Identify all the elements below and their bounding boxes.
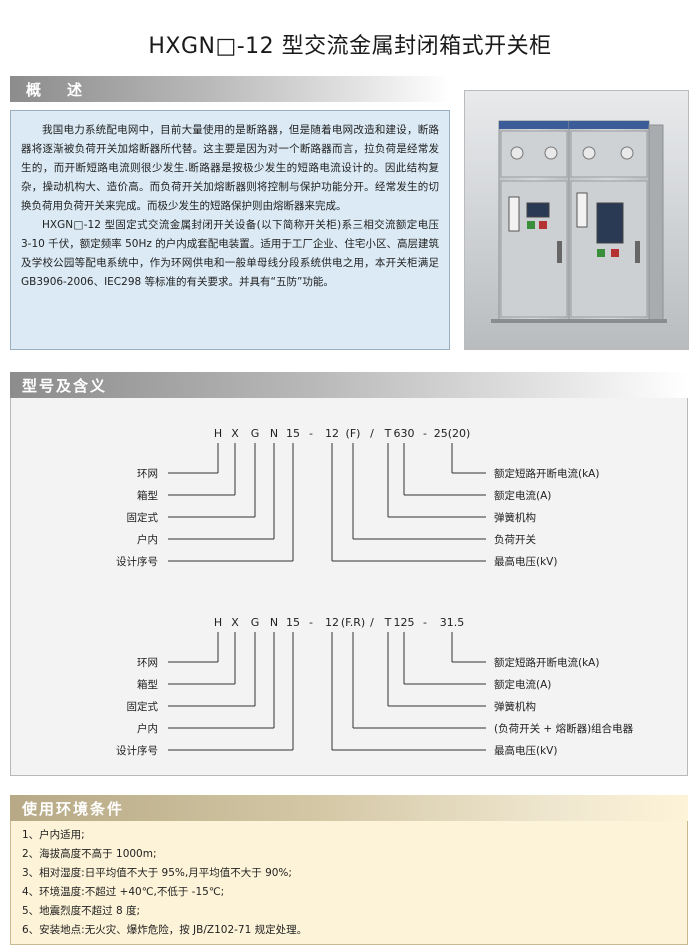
designation-char: / (370, 616, 374, 629)
designation-char: - (423, 616, 427, 629)
environment-header: 使用环境条件 (10, 795, 688, 821)
designation-char: 25(20) (434, 427, 471, 440)
designation-char: H (214, 427, 222, 440)
designation-char: T (384, 427, 392, 440)
designation-char: G (251, 427, 260, 440)
environment-title: 使用环境条件 (22, 800, 125, 818)
model-header: 型号及含义 (10, 372, 688, 398)
designation-char: / (370, 427, 374, 440)
switchgear-photo (464, 90, 689, 350)
designation-right-label: 额定电流(A) (494, 489, 551, 502)
designation-right-label: 弹簧机构 (494, 511, 536, 524)
designation-left-label: 户内 (137, 722, 158, 735)
designation-char: G (251, 616, 260, 629)
overview-panel: 我国电力系统配电网中，目前大量使用的是断路器，但是随着电网改造和建设，断路器将逐… (10, 110, 450, 350)
environment-item: 1、户内适用; (22, 829, 85, 841)
overview-paragraph: HXGN□-12 型固定式交流金属封闭开关设备(以下简称开关柜)系三相交流额定电… (21, 219, 439, 288)
designation-left-label: 设计序号 (116, 555, 158, 568)
designation-left-label: 箱型 (137, 489, 158, 502)
designation-char: (F.R) (341, 616, 365, 629)
environment-item: 2、海拔高度不高于 1000m; (22, 848, 157, 860)
designation-right-label: 负荷开关 (494, 533, 536, 546)
designation-left-label: 环网 (137, 468, 158, 480)
designation-char: T (384, 616, 392, 629)
environment-item: 3、相对湿度:日平均值不大于 95%,月平均值不大于 90%; (22, 867, 292, 879)
designation-char: 15 (286, 616, 300, 629)
model-panel (10, 372, 688, 776)
designation-char: - (423, 427, 427, 440)
designation-char: 31.5 (440, 616, 465, 629)
designation-char: 15 (286, 427, 300, 440)
designation-char: (F) (346, 427, 361, 440)
designation-right-label: 弹簧机构 (494, 700, 536, 713)
designation-char: H (214, 616, 222, 629)
designation-char: N (270, 427, 278, 440)
designation-char: X (231, 427, 239, 440)
designation-char: 125 (394, 616, 415, 629)
page-title: HXGN□-12 型交流金属封闭箱式开关柜 (148, 34, 552, 59)
designation-char: N (270, 616, 278, 629)
designation-right-label: 额定短路开断电流(kA) (494, 656, 599, 669)
designation-left-label: 固定式 (127, 511, 159, 524)
model-title: 型号及含义 (22, 377, 108, 395)
designation-left-label: 固定式 (127, 700, 159, 713)
designation-right-label: 最高电压(kV) (494, 555, 557, 568)
environment-item: 5、地震烈度不超过 8 度; (22, 905, 141, 917)
designation-char: - (309, 616, 313, 629)
overview-header: 概述 (10, 76, 450, 102)
designation-char: - (309, 427, 313, 440)
environment-item: 4、环境温度:不超过 +40℃,不低于 -15℃; (22, 886, 225, 898)
designation-char: 630 (394, 427, 415, 440)
environment-item: 6、安装地点:无火灾、爆炸危险，按 JB/Z102-71 规定处理。 (22, 924, 308, 936)
designation-left-label: 户内 (137, 533, 158, 546)
designation-left-label: 设计序号 (116, 744, 158, 757)
designation-right-label: 额定电流(A) (494, 678, 551, 691)
designation-right-label: 额定短路开断电流(kA) (494, 467, 599, 480)
designation-left-label: 环网 (137, 657, 158, 669)
cabinet-right (568, 120, 650, 322)
overview-title: 概述 (26, 81, 109, 99)
designation-right-label: (负荷开关 + 熔断器)组合电器 (494, 722, 634, 735)
designation-left-label: 箱型 (137, 678, 158, 691)
designation-char: 12 (325, 616, 339, 629)
designation-right-label: 最高电压(kV) (494, 744, 557, 757)
overview-paragraph: 我国电力系统配电网中，目前大量使用的是断路器，但是随着电网改造和建设，断路器将逐… (21, 124, 439, 212)
designation-char: X (231, 616, 239, 629)
environment-list: 1、户内适用; 2、海拔高度不高于 1000m; 3、相对湿度:日平均值不大于 … (22, 826, 307, 940)
designation-char: 12 (325, 427, 339, 440)
